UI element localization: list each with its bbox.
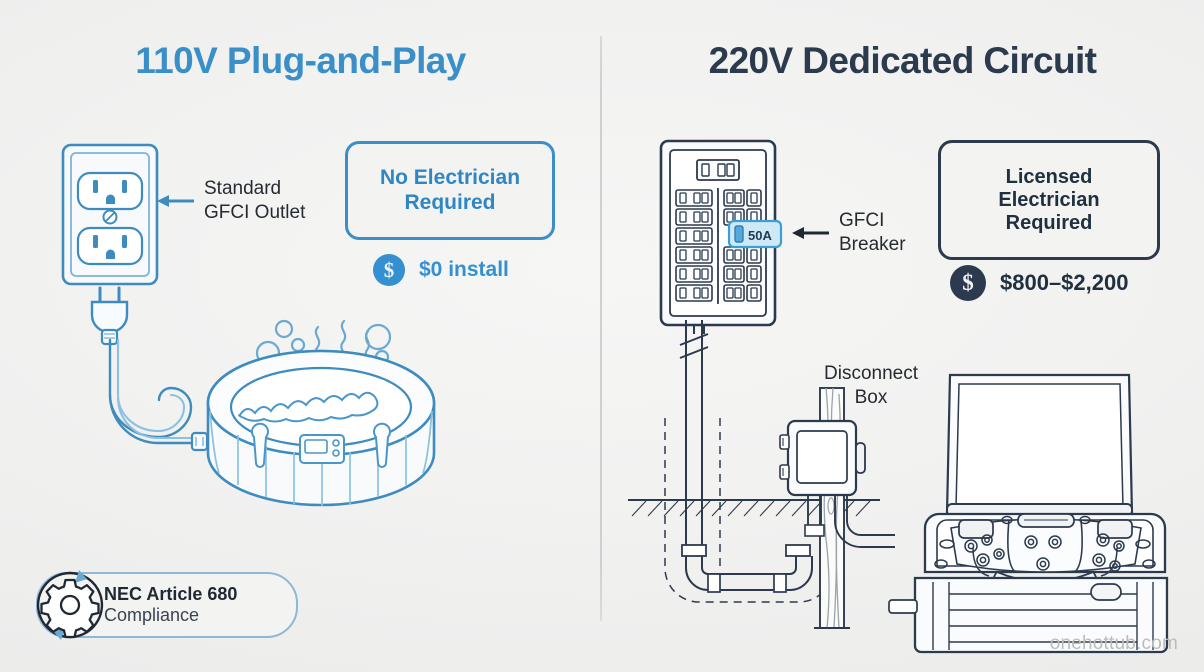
- no-electrician-required-badge: No Electrician Required: [345, 141, 555, 240]
- breaker-label-line1: GFCI: [839, 210, 885, 231]
- inflatable-hot-tub-icon: [196, 315, 446, 507]
- gear-refresh-icon: [30, 565, 110, 645]
- breaker-panel-icon: [658, 138, 778, 334]
- dollar-coin-icon: $: [373, 254, 405, 286]
- panel-divider: [600, 36, 602, 621]
- standard-gfci-outlet-callout: Standard GFCI Outlet: [155, 177, 305, 225]
- left-price-text: $0 install: [419, 258, 509, 281]
- outlet-label-line2: GFCI Outlet: [204, 201, 306, 223]
- disconnect-label-line2: Box: [854, 387, 888, 409]
- badge-left-line2: Required: [404, 190, 496, 214]
- nec-line2: Compliance: [104, 605, 200, 625]
- gfci-breaker-icon: 50A: [727, 219, 783, 249]
- gfci-outlet-icon: [60, 142, 160, 287]
- breaker-label-text: GFCI Breaker: [839, 209, 906, 257]
- breaker-label-line2: Breaker: [839, 233, 906, 255]
- left-arrow-icon: [790, 223, 830, 243]
- nec-line1: NEC Article 680: [104, 583, 238, 604]
- watermark: onehottub.com: [1049, 633, 1178, 654]
- left-panel-title: 110V Plug-and-Play: [135, 40, 466, 81]
- nec-text-block: NEC Article 680 Compliance: [104, 584, 237, 626]
- badge-right-line3: Required: [1005, 211, 1093, 234]
- badge-left-line1: No Electrician: [379, 166, 521, 190]
- breaker-rating-text: 50A: [748, 228, 772, 243]
- gfci-breaker-callout: GFCI Breaker: [790, 209, 906, 257]
- disconnect-box-label: Disconnect Box: [806, 362, 936, 411]
- coiled-cord-icon: [100, 338, 230, 480]
- disconnect-label-line1: Disconnect: [824, 363, 918, 384]
- outlet-label-text: Standard GFCI Outlet: [204, 177, 305, 225]
- acrylic-hot-tub-icon: [888, 368, 1188, 654]
- licensed-electrician-required-badge: Licensed Electrician Required: [938, 140, 1160, 260]
- right-install-cost: $ $800–$2,200: [950, 265, 1128, 301]
- right-price-text: $800–$2,200: [1000, 270, 1129, 295]
- dollar-coin-icon: $: [950, 265, 986, 301]
- power-plug-icon: [82, 286, 138, 348]
- badge-right-line1: Licensed: [1005, 165, 1093, 188]
- left-install-cost: $ $0 install: [373, 254, 509, 286]
- disconnect-box-icon: [778, 415, 895, 548]
- right-panel-title: 220V Dedicated Circuit: [708, 40, 1097, 81]
- outlet-label-line1: Standard: [204, 178, 282, 199]
- left-arrow-icon: [155, 191, 195, 211]
- badge-right-line2: Electrician: [998, 188, 1100, 211]
